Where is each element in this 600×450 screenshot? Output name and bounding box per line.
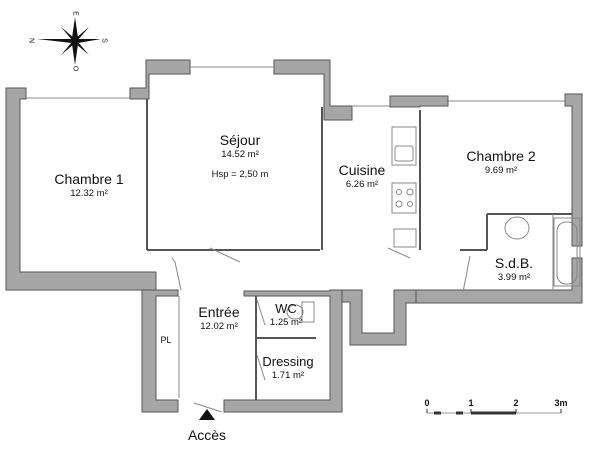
room-area: 14.52 m² [221,149,259,160]
compass-south-label: S [100,38,108,43]
scale-tick-1: 1 [468,398,474,408]
access-label: Accès [187,427,227,443]
room-area: 1.71 m² [271,370,305,381]
room-sejour: Séjour 14.52 m² Hsp = 2,50 m [212,133,269,179]
room-name: WC [275,301,297,316]
room-sdb: S.d.B. 3.99 m² [495,256,533,283]
room-name: Séjour [219,132,261,148]
scale-bar [426,409,562,415]
scale-tick-2: 2 [513,398,519,408]
room-name: Dressing [262,354,314,369]
room-entree: Entrée 12.02 m² [198,305,239,332]
compass-rose-icon [37,17,101,65]
scale-tick-3: 3m [554,398,568,408]
room-name: Entrée [198,304,240,320]
room-name: Chambre 2 [466,148,536,164]
room-name: Chambre 1 [54,171,124,187]
wall-chambre1 [5,87,157,291]
room-area: 12.02 m² [200,321,238,332]
compass-north-label: N [27,37,35,44]
room-area: 9.69 m² [484,165,518,176]
ceiling-height: Hsp = 2,50 m [211,168,269,180]
room-area: 1.25 m² [269,317,303,328]
wall-top-left [129,59,191,100]
room-placard: PL [160,335,172,345]
room-wc: WC 1.25 m² [270,302,302,328]
wall-entree-left [141,289,179,413]
wall-top-mid [389,95,449,108]
compass-west-label: O [71,65,79,72]
room-area: 3.99 m² [497,272,531,283]
arrow-up-icon [199,409,215,420]
room-area: 12.32 m² [70,188,108,199]
wall-right-top [564,93,583,247]
compass-east-label: E [71,11,79,16]
wall-sejour-right [273,59,353,121]
room-cuisine: Cuisine 6.26 m² [339,163,386,190]
room-dressing: Dressing 1.71 m² [262,355,313,381]
room-chambre-2: Chambre 2 9.69 m² [466,149,535,176]
room-area: 6.26 m² [345,179,379,190]
room-name: Cuisine [338,162,386,178]
room-name: S.d.B. [494,255,534,271]
scale-tick-0: 0 [424,398,430,408]
room-chambre-1: Chambre 1 12.32 m² [54,172,123,199]
wall-entree-bottom [223,289,343,413]
wall-notch [341,289,417,346]
